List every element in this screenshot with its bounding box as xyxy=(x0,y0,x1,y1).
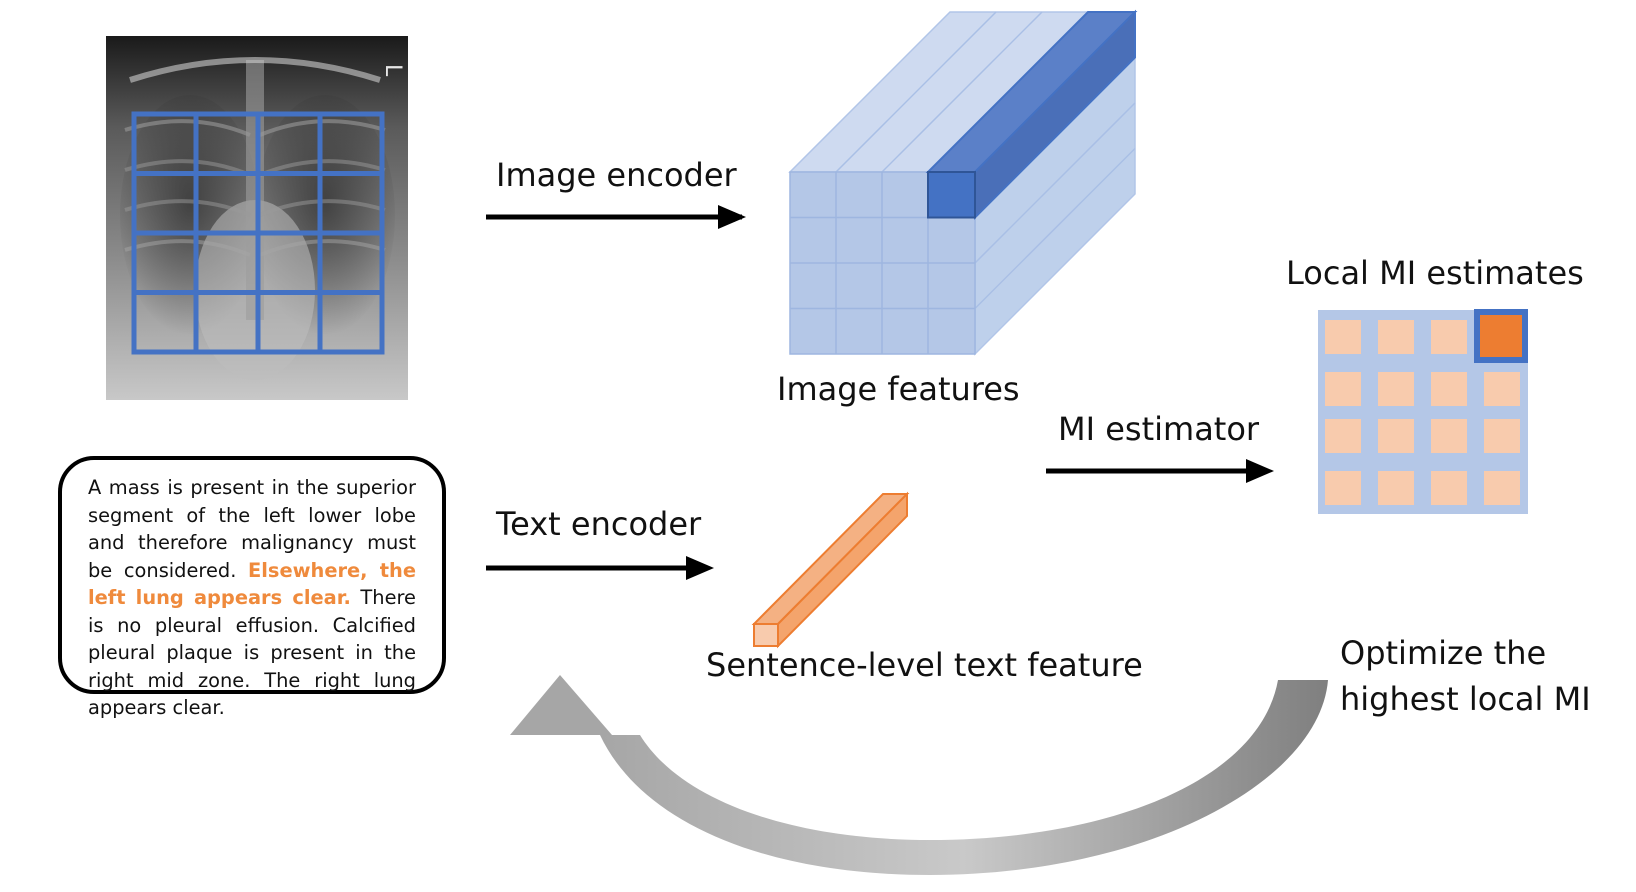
sentence-feature-label: Sentence-level text feature xyxy=(706,646,1143,684)
text-encoder-arrowhead xyxy=(686,556,714,580)
report-text-highlight: Elsewhere, the left lung appears clear. xyxy=(88,558,416,610)
image-encoder-arrowhead xyxy=(718,205,746,229)
text-encoder-label: Text encoder xyxy=(496,505,702,543)
xray-marker: L xyxy=(380,64,405,77)
mi-estimator-arrowhead xyxy=(1246,459,1274,483)
image-encoder-label: Image encoder xyxy=(496,156,737,194)
highest-mi-cell xyxy=(1474,309,1528,363)
feedback-curved-arrow xyxy=(600,680,1328,875)
mi-estimator-label: MI estimator xyxy=(1058,410,1260,448)
optimize-label-line1: Optimize the xyxy=(1340,634,1547,672)
xray-patch-grid xyxy=(131,111,385,355)
local-mi-label: Local MI estimates xyxy=(1286,254,1584,292)
local-mi-grid xyxy=(1318,309,1528,514)
image-features-label: Image features xyxy=(777,370,1020,408)
image-feature-cube xyxy=(788,9,1138,356)
radiology-report-box: A mass is present in the superior segmen… xyxy=(58,456,446,719)
xray-image: L xyxy=(106,36,408,400)
feedback-arrowhead xyxy=(510,675,612,735)
optimize-label-line2: highest local MI xyxy=(1340,680,1591,718)
text-feature-bar xyxy=(751,491,910,649)
report-text-after: There is no pleural effusion. Calcified … xyxy=(88,586,416,719)
report-text-before: A mass is present in the superior segmen… xyxy=(88,476,416,582)
